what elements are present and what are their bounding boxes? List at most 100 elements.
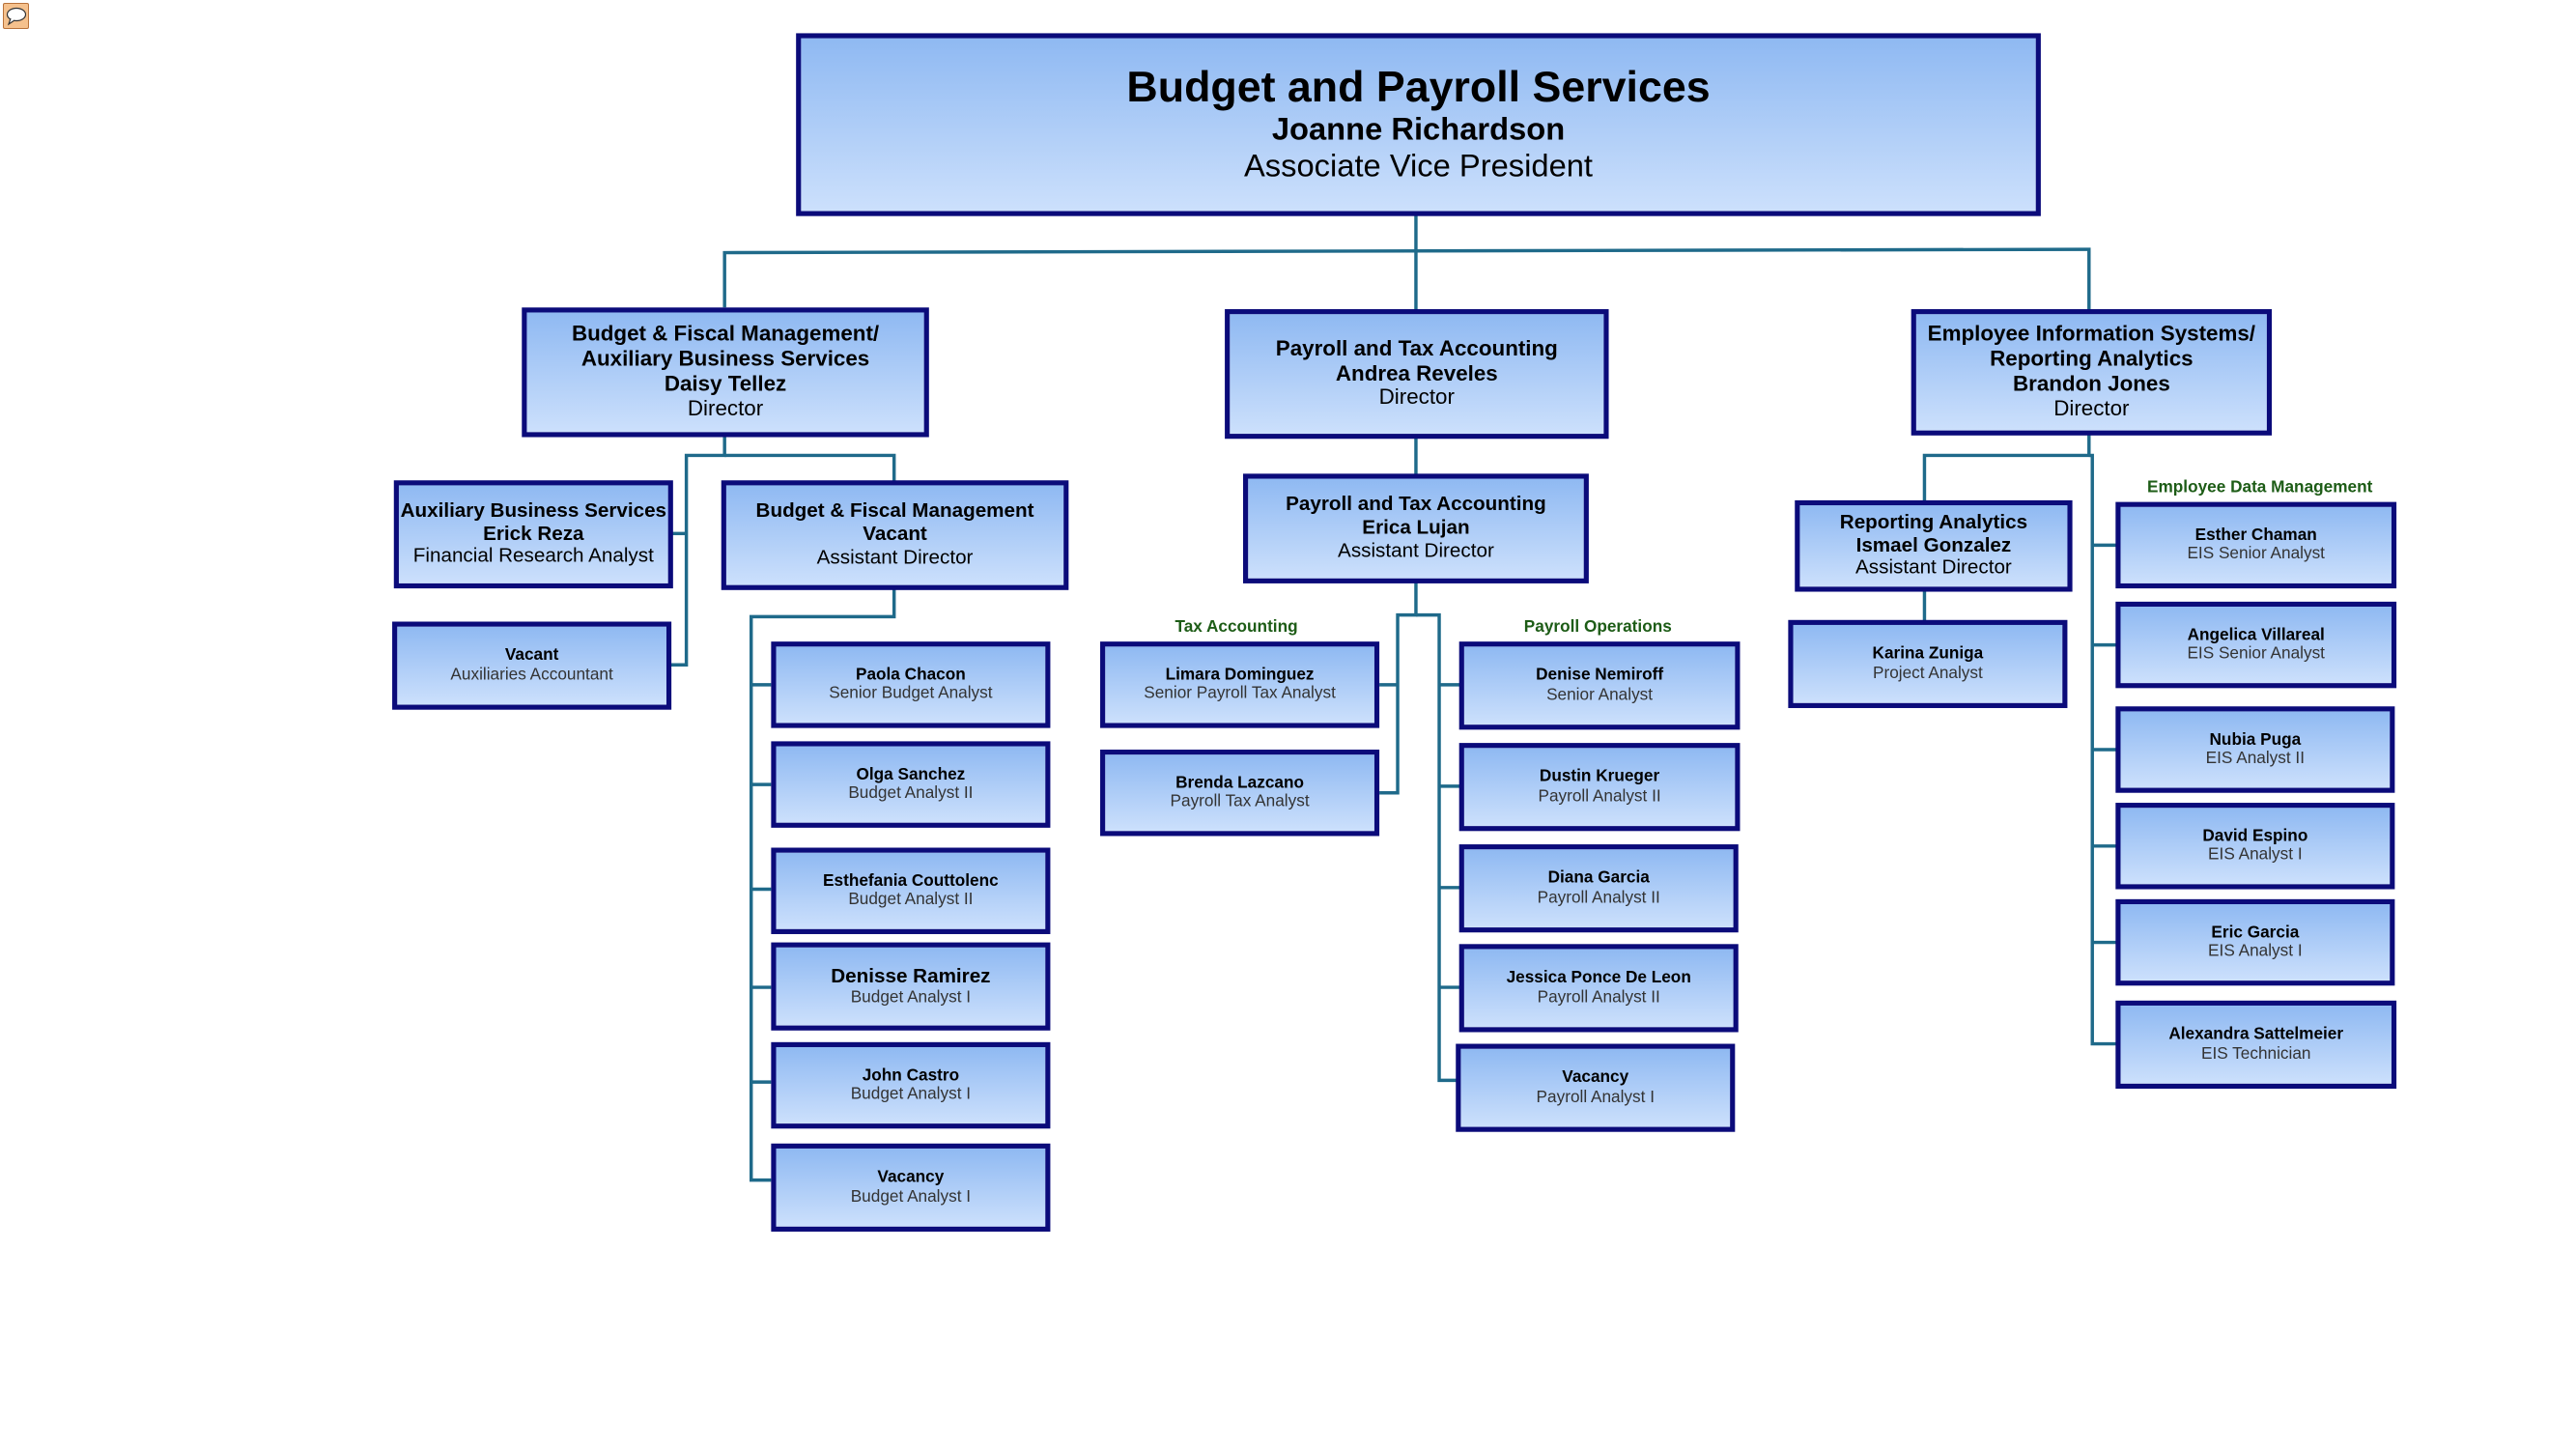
person-name: Brandon Jones: [2012, 370, 2170, 396]
connector-bfm-director-to-ad: [724, 453, 896, 482]
staff-card[interactable]: Alexandra Sattelmeier EIS Technician: [2115, 1000, 2397, 1089]
person-title: Budget Analyst I: [850, 1187, 972, 1207]
person-title: Payroll Analyst II: [1537, 888, 1660, 907]
unit-label: Auxiliary Business Services: [400, 497, 667, 522]
person-name: Karina Zuniga: [1872, 644, 1984, 664]
person-name: Eric Garcia: [2211, 923, 2300, 942]
page-title: Budget and Payroll Services: [1126, 62, 1711, 112]
person-title: EIS Analyst II: [2205, 749, 2306, 768]
person-name: John Castro: [862, 1065, 960, 1085]
person-name: Brenda Lazcano: [1175, 773, 1305, 792]
staff-card[interactable]: David Espino EIS Analyst I: [2115, 803, 2395, 890]
staff-card[interactable]: Limara Dominguez Senior Payroll Tax Anal…: [1100, 641, 1380, 728]
bfm-director-box[interactable]: Budget & Fiscal Management/ Auxiliary Bu…: [522, 307, 929, 438]
staff-card[interactable]: Olga Sanchez Budget Analyst II: [771, 741, 1051, 828]
speech-bubble-icon: [6, 7, 27, 26]
person-name: Alexandra Sattelmeier: [2168, 1025, 2344, 1044]
staff-card[interactable]: Nubia Puga EIS Analyst II: [2115, 706, 2395, 793]
bfm-ad-box[interactable]: Budget & Fiscal Management Vacant Assist…: [721, 480, 1069, 590]
person-title: Auxiliaries Accountant: [450, 666, 613, 685]
person-name: Vacancy: [1562, 1068, 1629, 1088]
person-name: Limara Dominguez: [1165, 666, 1315, 685]
person-title: Payroll Analyst II: [1537, 987, 1660, 1007]
connector-bfm-ad-to-staff: [749, 586, 896, 1182]
staff-card[interactable]: Jessica Ponce De Leon Payroll Analyst II: [1458, 944, 1739, 1033]
person-title: Budget Analyst I: [850, 988, 972, 1008]
person-name: Angelica Villareal: [2187, 625, 2325, 644]
staff-card[interactable]: Vacancy Payroll Analyst I: [1456, 1043, 1736, 1132]
unit-label: Payroll and Tax Accounting: [1286, 492, 1546, 516]
person-title: Assistant Director: [1338, 538, 1494, 562]
person-title: Assistant Director: [1855, 555, 2012, 580]
person-title: Senior Analyst: [1546, 685, 1654, 704]
staff-card[interactable]: Esthefania Couttolenc Budget Analyst II: [771, 847, 1051, 934]
payroll-director-box[interactable]: Payroll and Tax Accounting Andrea Revele…: [1225, 309, 1609, 440]
person-name: Erica Lujan: [1362, 515, 1470, 539]
staff-card[interactable]: Karina Zuniga Project Analyst: [1788, 619, 2068, 708]
person-title: EIS Technician: [2200, 1044, 2311, 1064]
person-name: Vacant: [504, 646, 559, 666]
person-name: Denisse Ramirez: [831, 963, 991, 987]
person-name: Paola Chacon: [855, 666, 966, 685]
person-title: Budget Analyst II: [848, 784, 974, 804]
unit-label: Reporting Analytics: [1839, 509, 2028, 533]
staff-card[interactable]: Angelica Villareal EIS Senior Analyst: [2115, 601, 2397, 689]
eis-director-box[interactable]: Employee Information Systems/ Reporting …: [1911, 309, 2273, 436]
connector-bfm-director-to-aux: [667, 435, 726, 667]
person-title: Assistant Director: [816, 545, 974, 569]
connector-ops-trunk: [1415, 612, 1458, 1083]
person-name: Esther Chaman: [2194, 526, 2317, 545]
staff-card[interactable]: Eric Garcia EIS Analyst I: [2115, 898, 2395, 986]
person-name: Nubia Puga: [2209, 730, 2302, 750]
staff-card[interactable]: John Castro Budget Analyst I: [771, 1041, 1051, 1129]
head-box[interactable]: Budget and Payroll Services Joanne Richa…: [796, 33, 2041, 216]
person-title: Director: [1378, 384, 1455, 411]
aux-lead-box[interactable]: Auxiliary Business Services Erick Reza F…: [393, 480, 673, 589]
group-label-payroll-operations: Payroll Operations: [1523, 618, 1672, 637]
comment-note[interactable]: [3, 3, 29, 29]
staff-card[interactable]: Denise Nemiroff Senior Analyst: [1458, 641, 1741, 730]
staff-card[interactable]: Brenda Lazcano Payroll Tax Analyst: [1100, 749, 1380, 837]
person-name: Denise Nemiroff: [1536, 666, 1664, 685]
person-title: Senior Payroll Tax Analyst: [1144, 684, 1336, 703]
group-label-tax-accounting: Tax Accounting: [1175, 618, 1298, 637]
person-name: Daisy Tellez: [664, 370, 787, 396]
person-title: Senior Budget Analyst: [829, 684, 993, 703]
person-name: Erick Reza: [483, 521, 584, 545]
unit-label: Payroll and Tax Accounting: [1275, 334, 1558, 360]
person-name: Vacancy: [877, 1168, 945, 1187]
group-label-employee-data-management: Employee Data Management: [2147, 478, 2373, 497]
head-name: Joanne Richardson: [1271, 113, 1566, 149]
staff-card[interactable]: Esther Chaman EIS Senior Analyst: [2115, 501, 2397, 589]
connector-head-to-directors: [722, 247, 2091, 311]
person-title: EIS Senior Analyst: [2187, 644, 2325, 664]
staff-card[interactable]: Vacant Auxiliaries Accountant: [392, 621, 672, 710]
person-title: EIS Analyst I: [2208, 845, 2303, 865]
person-title: Project Analyst: [1872, 664, 1983, 683]
staff-card[interactable]: Denisse Ramirez Budget Analyst I: [771, 942, 1051, 1031]
person-name: Andrea Reveles: [1335, 359, 1498, 385]
staff-card[interactable]: Diana Garcia Payroll Analyst II: [1458, 844, 1739, 933]
person-title: Budget Analyst II: [848, 891, 974, 910]
person-title: Budget Analyst I: [850, 1085, 972, 1104]
ra-ad-box[interactable]: Reporting Analytics Ismael Gonzalez Assi…: [1795, 499, 2073, 592]
connector-payroll-ad-to-staff: [1379, 580, 1418, 795]
person-title: Financial Research Analyst: [412, 544, 654, 568]
unit-label: Budget & Fiscal Management: [755, 498, 1034, 523]
staff-card[interactable]: Vacancy Budget Analyst I: [771, 1143, 1051, 1232]
person-title: EIS Analyst I: [2208, 942, 2303, 961]
person-name: Esthefania Couttolenc: [823, 871, 999, 891]
person-title: Director: [687, 395, 764, 421]
unit-label: Budget & Fiscal Management/: [571, 321, 880, 347]
person-name: Diana Garcia: [1547, 868, 1650, 888]
head-title: Associate Vice President: [1244, 149, 1594, 185]
staff-card[interactable]: Paola Chacon Senior Budget Analyst: [771, 641, 1051, 728]
unit-label: Auxiliary Business Services: [580, 345, 870, 371]
person-name: Vacant: [863, 522, 927, 546]
payroll-ad-box[interactable]: Payroll and Tax Accounting Erica Lujan A…: [1243, 473, 1589, 583]
person-name: Jessica Ponce De Leon: [1506, 969, 1691, 988]
staff-card[interactable]: Dustin Krueger Payroll Analyst II: [1458, 743, 1741, 832]
person-name: Dustin Krueger: [1539, 767, 1660, 786]
